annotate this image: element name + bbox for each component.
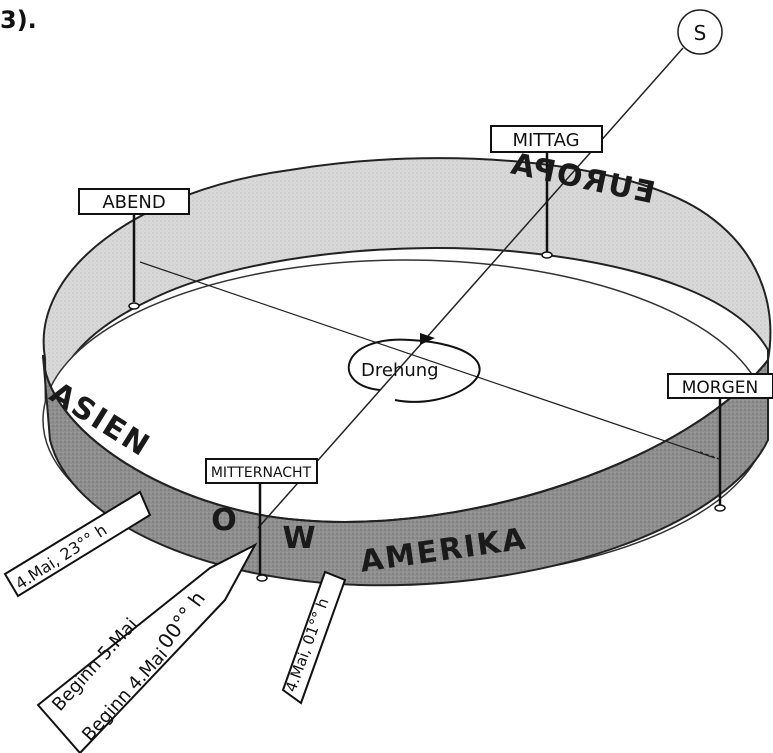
label-midnight: MITTERNACHT [206, 459, 317, 483]
tag-america-time: 4.Mai, 01°° h [282, 572, 345, 703]
svg-text:MITTERNACHT: MITTERNACHT [211, 465, 312, 481]
svg-text:MORGEN: MORGEN [682, 378, 759, 398]
sun-label: S [694, 21, 707, 45]
label-evening: ABEND [79, 189, 189, 214]
svg-text:MITTAG: MITTAG [512, 130, 579, 151]
rotation-label: Drehung [361, 360, 439, 381]
svg-text:ABEND: ABEND [102, 192, 165, 213]
sun-marker: S [678, 10, 722, 54]
svg-text:4.Mai, 23°° h: 4.Mai, 23°° h [12, 520, 110, 593]
label-noon: MITTAG [491, 126, 602, 152]
band-text-east: O [211, 503, 239, 538]
caption-fragment: 3). [0, 6, 37, 34]
band-text-west: W [282, 521, 317, 556]
tag-midnight: Beginn 5.Mai Beginn 4.Mai 00°° h [38, 545, 255, 753]
label-morning: MORGEN [668, 374, 773, 398]
tag-asia-time: 4.Mai, 23°° h [5, 492, 150, 596]
